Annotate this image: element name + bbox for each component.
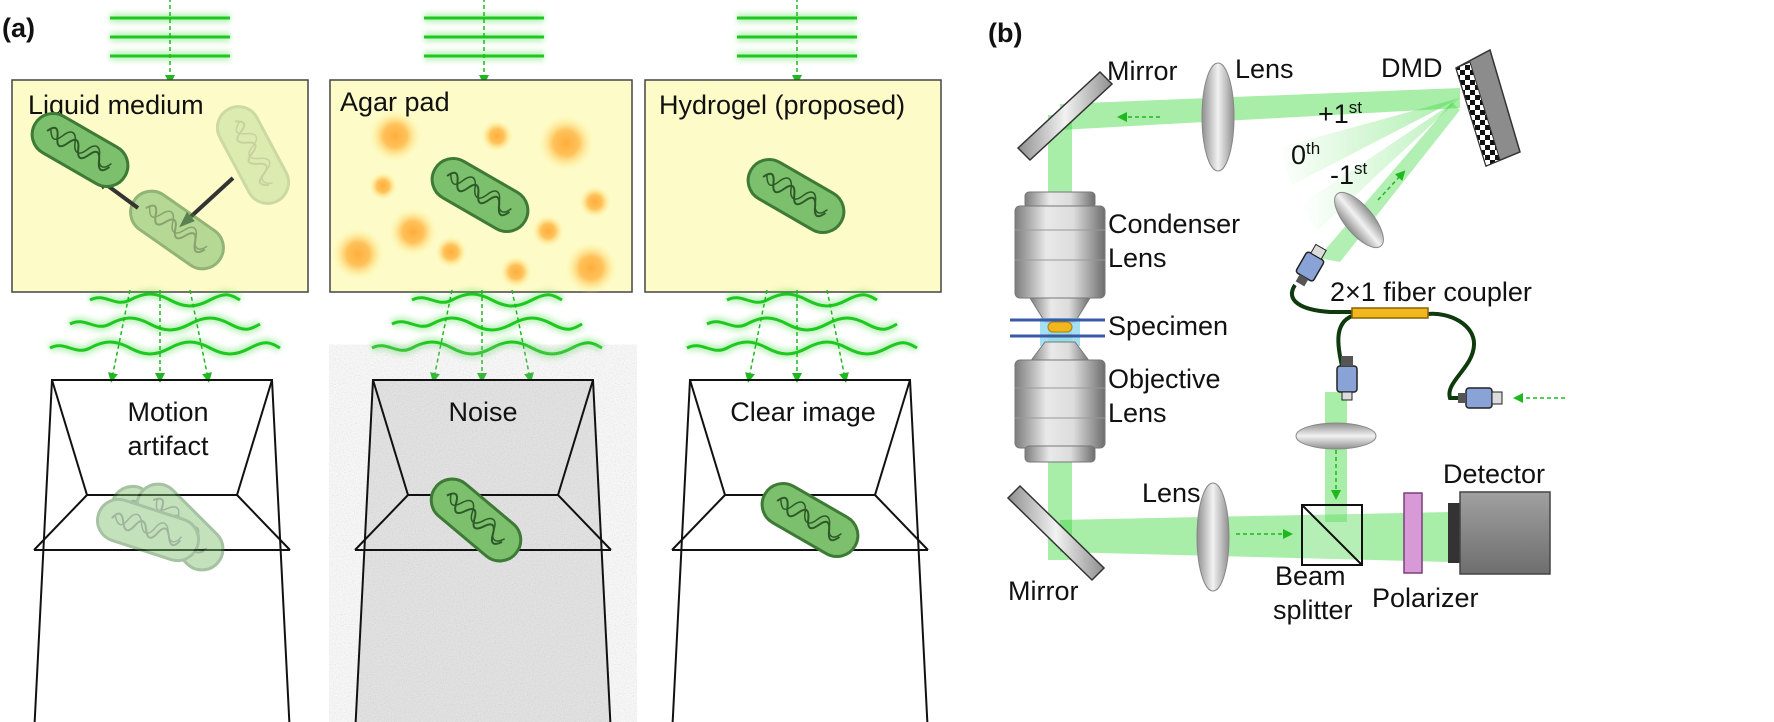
column-hydrogel: Hydrogel (proposed) Clear image bbox=[644, 0, 942, 722]
scattered-wave bbox=[50, 290, 280, 378]
bottom-mirror bbox=[1006, 484, 1106, 582]
image-frame bbox=[671, 379, 929, 722]
objective-lens bbox=[1014, 341, 1106, 463]
clear-image-label: Clear image bbox=[730, 397, 876, 427]
motion-artifact-label-line2: artifact bbox=[127, 431, 209, 461]
polarizer bbox=[1403, 492, 1423, 574]
detector-label: Detector bbox=[1443, 459, 1545, 489]
beam-splitter-label-line1: Beam bbox=[1275, 561, 1346, 591]
incident-wave bbox=[110, 0, 230, 80]
scattered-wave bbox=[687, 290, 917, 378]
objective-label-line2: Lens bbox=[1108, 398, 1167, 428]
specimen-label: Specimen bbox=[1108, 311, 1228, 341]
detector bbox=[1448, 491, 1551, 575]
top-mirror bbox=[1016, 70, 1114, 162]
bottom-lens-label: Lens bbox=[1142, 478, 1201, 508]
incident-wave bbox=[737, 0, 857, 80]
top-mirror-label: Mirror bbox=[1107, 56, 1177, 86]
beam-splitter bbox=[1301, 504, 1363, 566]
laser-beams bbox=[1048, 88, 1565, 562]
order-plus-first: +1st bbox=[1318, 98, 1362, 129]
fiber-connector bbox=[1458, 387, 1503, 409]
fiber-connector bbox=[1295, 243, 1327, 287]
fiber-coupler-label: 2×1 fiber coupler bbox=[1330, 277, 1532, 307]
top-lens-label: Lens bbox=[1235, 54, 1294, 84]
panel-a-label: (a) bbox=[2, 13, 35, 43]
collimating-lens bbox=[1295, 422, 1377, 450]
condenser-label-line1: Condenser bbox=[1108, 209, 1240, 239]
top-lens bbox=[1201, 62, 1235, 172]
specimen bbox=[1010, 318, 1105, 346]
agar-pad-label: Agar pad bbox=[340, 87, 450, 117]
beam-splitter-label-line2: splitter bbox=[1273, 595, 1353, 625]
column-liquid-medium: Liquid medium Motion artifact bbox=[11, 0, 309, 722]
fiber-coupler bbox=[1351, 307, 1429, 319]
scattered-wave bbox=[372, 290, 602, 378]
fiber-connector bbox=[1336, 356, 1358, 401]
panel-b-label: (b) bbox=[988, 18, 1022, 48]
incident-wave bbox=[424, 0, 544, 80]
order-minus-first: -1st bbox=[1330, 159, 1368, 190]
agar-noise-particles bbox=[332, 110, 617, 294]
column-agar-pad: Agar pad Noise bbox=[329, 0, 633, 722]
hydrogel-label: Hydrogel (proposed) bbox=[659, 90, 905, 120]
noise-label: Noise bbox=[448, 397, 517, 427]
objective-label-line1: Objective bbox=[1108, 364, 1221, 394]
order-zero: 0th bbox=[1291, 139, 1320, 170]
bottom-lens bbox=[1196, 482, 1230, 592]
condenser-lens bbox=[1014, 191, 1106, 323]
bottom-mirror-label: Mirror bbox=[1008, 576, 1078, 606]
input-lens bbox=[1334, 191, 1384, 249]
dmd bbox=[1455, 48, 1521, 168]
dmd-label: DMD bbox=[1381, 53, 1443, 83]
condenser-label-line2: Lens bbox=[1108, 243, 1167, 273]
fiber-coupler-assembly bbox=[1289, 243, 1503, 409]
polarizer-label: Polarizer bbox=[1372, 583, 1479, 613]
motion-artifact-label-line1: Motion bbox=[127, 397, 208, 427]
